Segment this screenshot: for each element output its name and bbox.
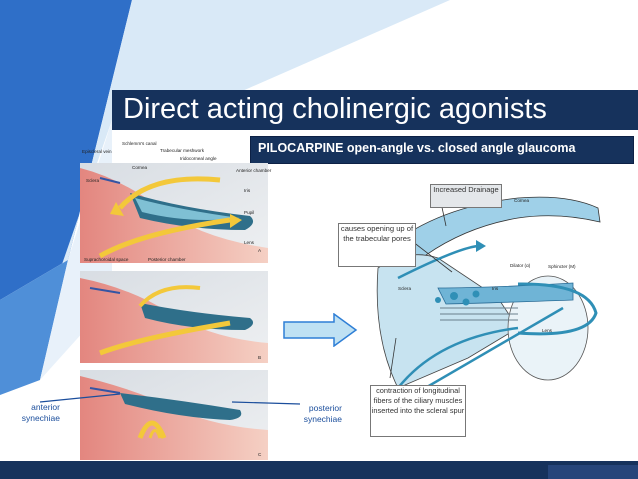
label-sclera-right: Sclera [398,286,412,291]
footer-bar [0,461,638,479]
blue-corner-shape [0,0,132,300]
footer-tab [548,465,638,479]
label-pupil: Pupil [244,210,255,215]
title-bar [112,90,638,130]
label-lens: Lens [244,240,254,245]
posterior-synechiae-label: posterior synechiae [303,403,342,424]
label-schlemms-canal: Schlemm's canal [122,141,157,146]
label-panel-a: A [258,248,262,253]
trabecular-pores-callout: causes opening up of the trabecular pore… [338,223,416,267]
anterior-synechiae-label: anterior synechiae [21,402,60,423]
panel-a [80,163,268,263]
label-iris: Iris [244,188,251,193]
panel-c [80,370,268,460]
label-sphincter: Sphincter (M) [548,264,576,269]
ciliary-contraction-callout: contraction of longitudinal fibers of th… [370,385,466,437]
left-eye-panels [80,163,268,460]
blue-side-stripe [0,260,68,395]
subtitle-text: PILOCARPINE open-angle vs. closed angle … [258,141,576,155]
label-anterior-chamber: Anterior chamber [236,168,272,173]
slide-title: Direct acting cholinergic agonists [123,93,547,125]
subtitle-box [250,136,634,164]
label-suprachoroidal-space: Suprachoroidal space [84,257,129,262]
increased-drainage-callout: Increased Drainage [430,184,502,208]
label-iridocorneal-angle: Iridocorneal angle [180,156,217,161]
right-eye-diagram [375,196,601,400]
light-blue-band [60,0,450,270]
label-dilator: Dilator (α) [510,263,531,268]
label-posterior-chamber: Posterior chamber [148,257,186,262]
label-panel-b: B [258,355,262,360]
label-episcleral-vein: Episcleral vein [82,149,112,154]
label-sclera: Sclera [86,178,100,183]
label-cornea-right: Cornea [514,198,530,203]
label-iris-right: Iris [492,286,499,291]
panel-b [80,271,268,363]
right-arrow-icon [283,313,358,347]
label-trabecular-meshwork: Trabecular meshwork [160,148,204,153]
label-panel-c: C [258,452,262,457]
label-cornea: Cornea [132,165,148,170]
synechiae-pointers [39,393,301,405]
label-lens-right: Lens [542,328,552,333]
